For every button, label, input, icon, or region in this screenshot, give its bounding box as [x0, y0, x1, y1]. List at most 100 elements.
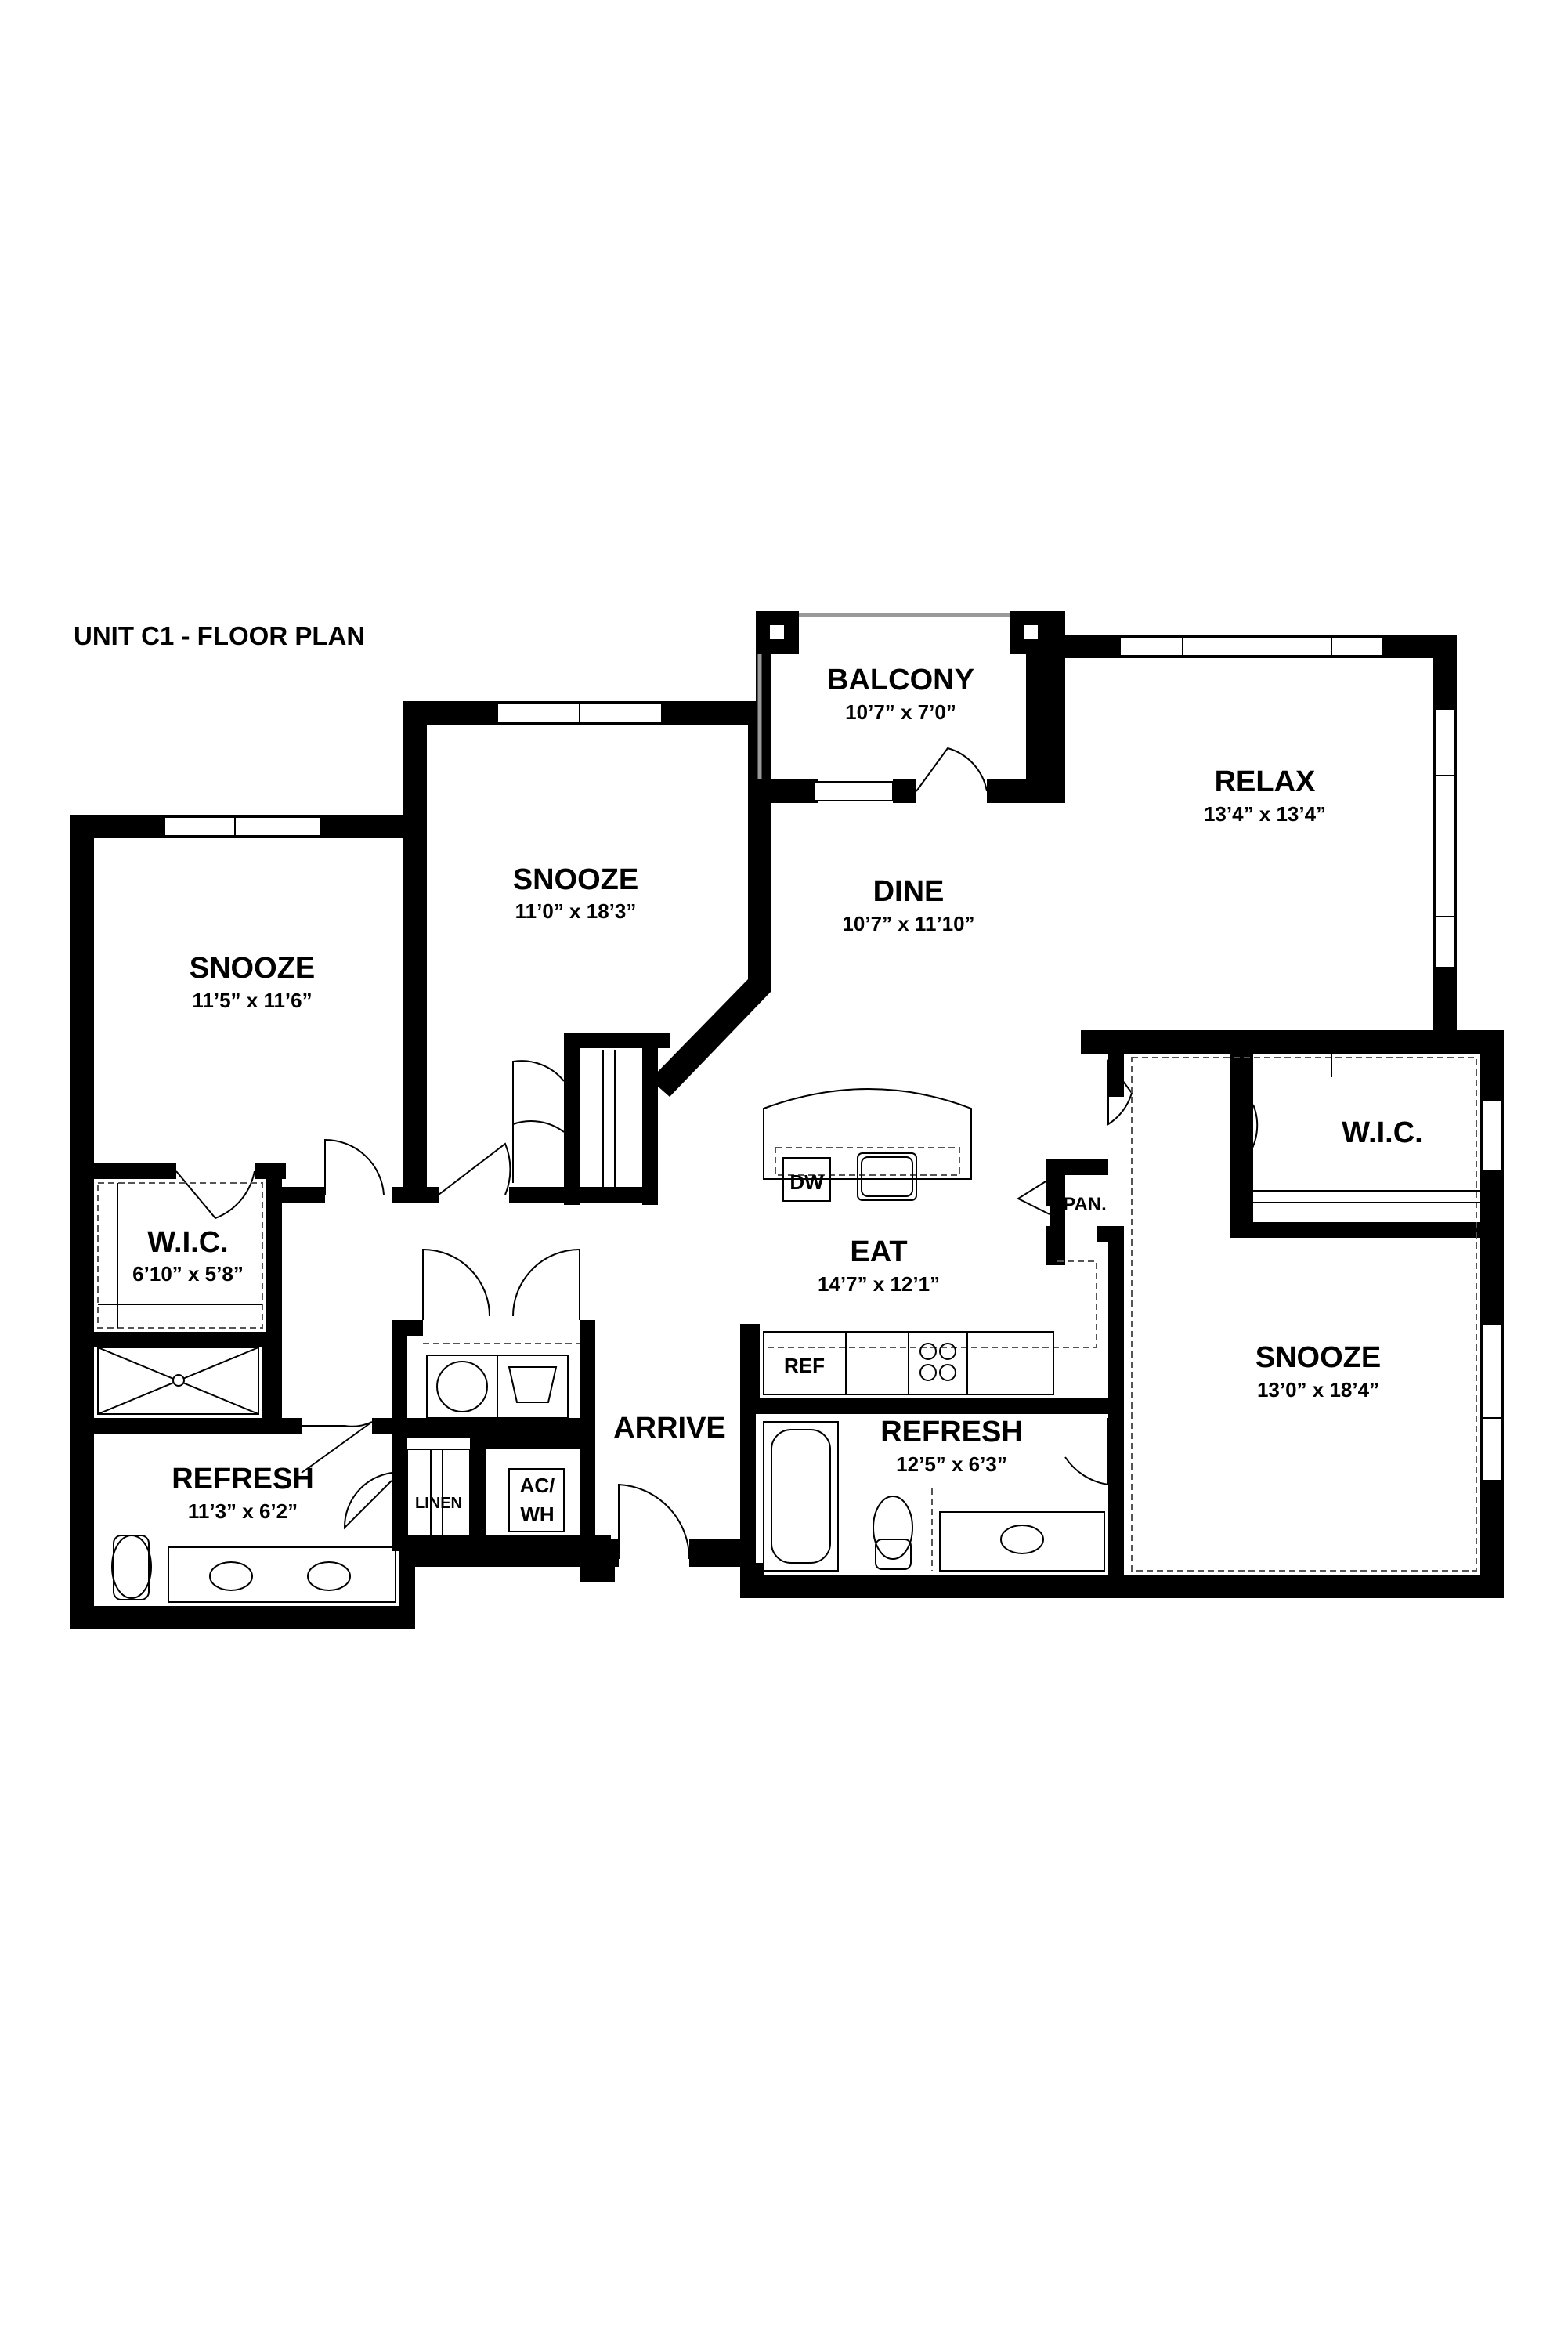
dishwasher	[782, 1157, 831, 1202]
room-dim-refresh-left: 11’3” x 6’2”	[188, 1499, 298, 1523]
wall	[1097, 1226, 1124, 1242]
room-labels: BALCONY 10’7” x 7’0” RELAX 13’4” x 13’4”…	[132, 664, 1423, 1523]
toilet-bowl	[873, 1496, 913, 1560]
wall	[509, 1187, 658, 1203]
wall	[470, 1434, 595, 1449]
room-name-balcony: BALCONY	[827, 664, 974, 696]
wall	[70, 1418, 302, 1434]
door-swing	[438, 1142, 511, 1195]
island-counter	[775, 1147, 960, 1176]
door-swing	[1064, 1418, 1109, 1486]
wall	[1230, 1222, 1488, 1238]
acwh-unit	[508, 1468, 565, 1532]
wall	[1108, 1226, 1124, 1594]
wall	[1050, 1159, 1065, 1265]
room-dim-relax: 13’4” x 13’4”	[1204, 802, 1326, 826]
room-name-snooze-left: SNOOZE	[190, 952, 315, 985]
window	[164, 816, 322, 837]
doors	[175, 747, 1259, 1560]
ref-label: REF	[784, 1354, 825, 1377]
dryer-symbol	[508, 1366, 558, 1403]
room-name-arrive: ARRIVE	[613, 1412, 726, 1445]
counter-segment	[845, 1331, 909, 1395]
wall	[642, 1033, 658, 1205]
door-swing	[618, 1483, 691, 1560]
wall	[399, 1535, 611, 1551]
door-swing	[512, 1060, 565, 1132]
room-name-relax: RELAX	[1215, 765, 1316, 798]
post-marker	[768, 624, 786, 641]
room-name-refresh-left: REFRESH	[172, 1463, 314, 1496]
window	[1482, 1323, 1502, 1481]
door-swing	[512, 1120, 565, 1183]
room-name-snooze-center: SNOOZE	[513, 863, 638, 896]
room-dim-refresh-right: 12’5” x 6’3”	[896, 1452, 1007, 1476]
vanity	[168, 1546, 396, 1603]
room-name-refresh-right: REFRESH	[880, 1416, 1023, 1449]
wall	[611, 1539, 619, 1567]
room-dim-snooze-right: 13’0” x 18’4”	[1257, 1378, 1379, 1402]
wall	[282, 1187, 325, 1203]
wall	[70, 1163, 176, 1179]
room-dim-dine: 10’7” x 11’10”	[842, 912, 974, 935]
room-dim-eat: 14’7” x 12’1”	[818, 1272, 940, 1296]
room-dim-wic-left: 6’10” x 5’8”	[132, 1262, 244, 1286]
wall	[740, 1324, 760, 1410]
room-dim-balcony: 10’7” x 7’0”	[845, 700, 956, 724]
door-swing	[422, 1248, 490, 1320]
wall	[1026, 654, 1042, 803]
room-name-snooze-right: SNOOZE	[1255, 1341, 1381, 1374]
plan-title: UNIT C1 - FLOOR PLAN	[74, 621, 366, 650]
pan-label: PAN.	[1063, 1194, 1107, 1215]
washer-drum	[436, 1361, 488, 1412]
vanity	[939, 1511, 1105, 1572]
wall	[740, 1398, 1124, 1414]
closet-outline	[1131, 1057, 1477, 1572]
door-swing	[1016, 1178, 1050, 1215]
sink	[307, 1561, 351, 1591]
wall	[756, 779, 818, 803]
door-swing	[1107, 1059, 1133, 1126]
post-marker	[1022, 624, 1039, 641]
burner	[919, 1343, 937, 1360]
bathtub-basin	[771, 1429, 831, 1564]
toilet-bowl	[111, 1535, 152, 1599]
wall	[650, 979, 771, 1097]
island-outline	[763, 1088, 972, 1180]
wall	[470, 1434, 486, 1551]
bathtub	[763, 1421, 839, 1572]
toilet-tank	[875, 1539, 912, 1570]
window	[1119, 636, 1383, 656]
walls	[70, 611, 1504, 1629]
wall	[392, 1187, 439, 1203]
room-dim-snooze-center: 11’0” x 18’3”	[515, 899, 637, 923]
wall	[564, 1033, 580, 1205]
dryer	[497, 1355, 569, 1419]
door-swing	[1245, 1097, 1259, 1162]
room-dim-snooze-left: 11’5” x 11’6”	[192, 989, 312, 1012]
door-swing	[175, 1170, 255, 1220]
door-swing	[343, 1472, 392, 1530]
wall	[70, 1606, 415, 1629]
linen-closet	[406, 1449, 471, 1552]
sink	[1000, 1525, 1044, 1554]
room-name-wic-left: W.I.C.	[147, 1226, 228, 1259]
shower	[97, 1347, 259, 1415]
room-name-eat: EAT	[850, 1235, 907, 1268]
range	[908, 1331, 968, 1395]
wall	[70, 1332, 282, 1347]
sink-basin	[861, 1156, 913, 1197]
wall	[403, 701, 427, 1203]
wall	[580, 1320, 595, 1438]
wall	[399, 1551, 611, 1567]
dw-label: DW	[789, 1170, 824, 1194]
wall	[262, 1332, 278, 1418]
window	[814, 781, 894, 801]
room-name-wic-right: W.I.C.	[1342, 1116, 1422, 1149]
sink	[209, 1561, 253, 1591]
wall	[689, 1539, 744, 1567]
door-swing	[301, 1421, 373, 1474]
wall	[392, 1320, 423, 1336]
door-swing	[512, 1248, 580, 1320]
